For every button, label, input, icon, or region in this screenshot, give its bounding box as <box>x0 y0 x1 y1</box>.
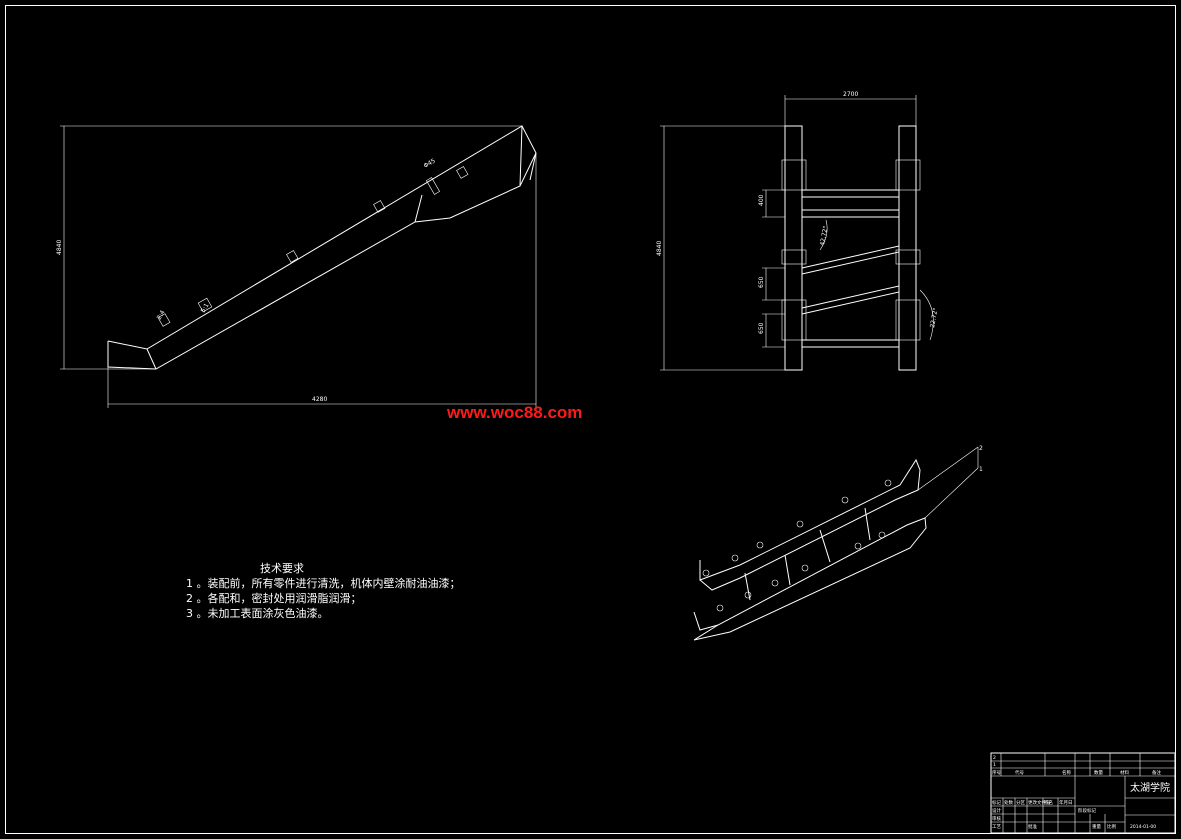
svg-text:代号: 代号 <box>1015 769 1024 776</box>
iso-callout-2: 1 <box>979 466 983 473</box>
iso-callout-1: 2 <box>979 445 983 452</box>
svg-text:签名: 签名 <box>1044 799 1053 806</box>
svg-text:数量: 数量 <box>1094 769 1103 776</box>
front-label-top: Φ45 <box>423 157 437 169</box>
iso-view: 2 1 <box>693 445 983 641</box>
side-view: 2700 4840 400 650 650 42.72° 22.72° <box>656 91 939 371</box>
svg-text:工艺: 工艺 <box>992 824 1001 830</box>
side-spacing-1: 400 <box>758 194 765 206</box>
tech-req-item-2: 2 。各配和，密封处用润滑脂润滑； <box>186 591 362 605</box>
front-width-dim: 4280 <box>312 396 327 403</box>
tech-req-item-3: 3 。未加工表面涂灰色油漆。 <box>186 606 329 620</box>
front-view: Φ45 2:4 5:1 4840 4280 <box>56 125 537 408</box>
side-angle-2: 22.72° <box>929 307 939 328</box>
svg-text:分区: 分区 <box>1016 799 1025 806</box>
title-block: 2 1 序号 代号 名称 数量 材料 备注 标记 处数 分区 更改文件号 签名 … <box>990 752 1176 834</box>
side-height-dim: 4840 <box>656 241 663 256</box>
svg-text:1: 1 <box>993 762 996 768</box>
svg-text:重量: 重量 <box>1092 823 1101 830</box>
tech-req-item-1: 1 。装配前，所有零件进行清洗，机体内壁涂耐油油漆； <box>186 576 461 590</box>
side-spacing-3: 650 <box>758 322 765 334</box>
side-spacing-2: 650 <box>758 276 765 288</box>
front-view-outline <box>107 125 537 370</box>
svg-text:设计: 设计 <box>992 807 1001 814</box>
watermark: www.woc88.com <box>446 403 582 422</box>
side-width-dim: 2700 <box>843 91 858 98</box>
side-right-post <box>898 125 917 371</box>
title-block-school: 太湖学院 <box>1130 781 1170 794</box>
svg-text:比例: 比例 <box>1107 823 1116 830</box>
svg-text:标记: 标记 <box>992 799 1001 806</box>
front-label-bracket-1: 2:4 <box>156 309 167 321</box>
svg-text:年月日: 年月日 <box>1059 799 1073 806</box>
side-left-post <box>784 125 803 371</box>
svg-text:2: 2 <box>993 755 996 761</box>
svg-text:备注: 备注 <box>1152 769 1161 776</box>
side-angle-1: 42.72° <box>819 225 829 246</box>
technical-requirements: 技术要求 1 。装配前，所有零件进行清洗，机体内壁涂耐油油漆； 2 。各配和，密… <box>186 562 461 620</box>
svg-text:名称: 名称 <box>1062 769 1071 776</box>
title-block-drawing-no: 2014-01-00 <box>1130 824 1156 830</box>
drawing-border <box>5 5 1176 834</box>
svg-text:审核: 审核 <box>992 815 1001 822</box>
tech-req-title: 技术要求 <box>260 562 304 575</box>
svg-text:处数: 处数 <box>1004 799 1013 806</box>
svg-text:更改文件号: 更改文件号 <box>1028 799 1051 806</box>
svg-text:材料: 材料 <box>1120 769 1129 776</box>
front-label-bracket-2: 5:1 <box>200 302 211 314</box>
svg-text:阶段标记: 阶段标记 <box>1078 807 1096 814</box>
front-height-dim: 4840 <box>56 240 63 255</box>
svg-text:序号: 序号 <box>992 769 1001 776</box>
svg-text:批准: 批准 <box>1028 823 1037 830</box>
